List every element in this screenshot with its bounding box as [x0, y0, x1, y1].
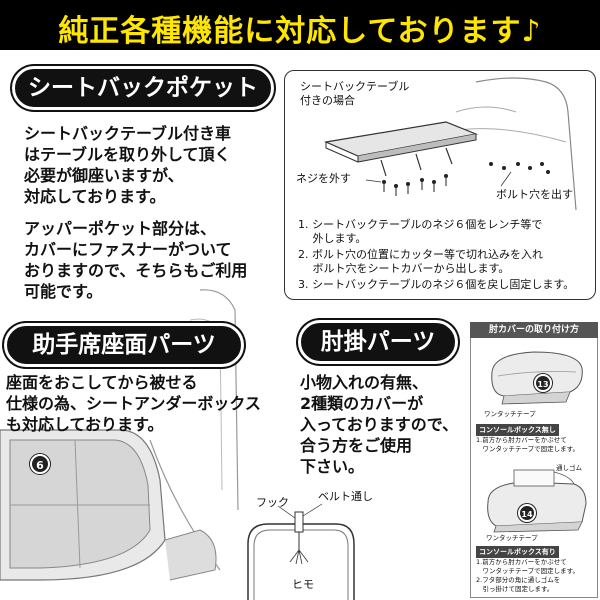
seatback-text-line: 必要が御座いますが、: [24, 166, 184, 185]
with-console-step: 引っ掛けて固定します。: [476, 585, 554, 593]
passenger-text-line: 仕様の為、シートアンダーボックス: [6, 394, 261, 413]
header-bar: [0, 0, 600, 50]
one-touch-tape-label: ワンタッチテープ: [486, 534, 538, 542]
without-console-box-label: コンソールボックス無し: [476, 424, 559, 436]
diagram-caption: 付きの場合: [300, 94, 355, 107]
seatback-text-line: シートバックテーブル付き車: [24, 124, 232, 143]
armrest-with-box-illustration: [487, 469, 587, 533]
upper-pocket-text-line: カバーにファスナーがついて: [24, 240, 232, 259]
string-label: ヒモ: [292, 578, 314, 591]
seatback-table-illustration: [323, 77, 577, 211]
armrest-text-line: 小物入れの有無、: [300, 373, 429, 392]
rubber-loop-label: 通しゴム: [556, 464, 582, 472]
one-touch-tape-label: ワンタッチテープ: [484, 410, 536, 418]
without-console-step: 1.前方から肘カバーをかぶせて: [476, 436, 567, 444]
seatback-table-diagram: [284, 70, 596, 300]
diagram-caption: シートバックテーブル: [300, 80, 410, 93]
seatback-pocket-badge: シートバックポケット: [12, 66, 274, 110]
diagram-step: 3. シートバックテーブルのネジ６個を戻し固定します。: [298, 278, 575, 291]
diagram-step: 外します。: [298, 232, 367, 245]
page-title: 純正各種機能に対応しております♪: [58, 14, 542, 49]
passenger-seat-badge: 助手席座面パーツ: [4, 323, 244, 367]
armrest-text-line: 下さい。: [300, 457, 365, 476]
passenger-text-line: 座面をおこしてから被せる: [6, 373, 198, 392]
upper-pocket-text-line: 可能です。: [24, 282, 103, 301]
seatback-text-line: はテーブルを取り外して頂く: [24, 145, 231, 164]
with-console-step: 1.前方から肘カバーをかぶせて: [476, 558, 567, 566]
belt-loop-label: ベルト通し: [318, 490, 373, 503]
armrest-text-line: 合う方をご使用: [300, 436, 413, 455]
part-number-badge: 6: [30, 454, 50, 474]
with-console-step: 2.フタ部分の角に通しゴムを: [476, 576, 561, 584]
diagram-step: ボルト穴をシートカバーから出します。: [298, 262, 510, 275]
hook-belt-illustration: [247, 503, 355, 600]
armrest-badge: 肘掛パーツ: [298, 320, 458, 364]
upper-pocket-text-line: アッパーポケット部分は、: [24, 219, 217, 238]
part-number-badge: 14: [518, 504, 536, 522]
with-console-step: ワンタッチテープで固定します。: [476, 567, 579, 575]
screw-label: ネジを外す: [296, 172, 351, 185]
diagram-step: 2. ボルト穴の位置にカッター等で切れ込みを入れ: [298, 248, 543, 261]
armrest-install-title: 肘カバーの取り付け方: [470, 322, 598, 338]
with-console-box-label: コンソールボックス有り: [476, 546, 559, 558]
seatback-text-line: 対応しております。: [24, 187, 166, 206]
diagram-step: 1. シートバックテーブルのネジ６個をレンチ等で: [298, 218, 543, 231]
hook-label: フック: [256, 496, 289, 509]
armrest-text-line: 2種類のカバーが: [300, 394, 424, 413]
passenger-text-line: も対応しております。: [6, 415, 164, 434]
part-number-badge: 13: [534, 374, 552, 392]
upper-pocket-text-line: おりますので、そちらもご利用: [24, 261, 248, 280]
armrest-text-line: 入っておりますので、: [300, 415, 459, 434]
bolt-hole-label: ボルト穴を出す: [496, 188, 573, 201]
armrest-without-box-illustration: [491, 351, 583, 405]
without-console-step: ワンタッチテープで固定します。: [476, 445, 579, 453]
